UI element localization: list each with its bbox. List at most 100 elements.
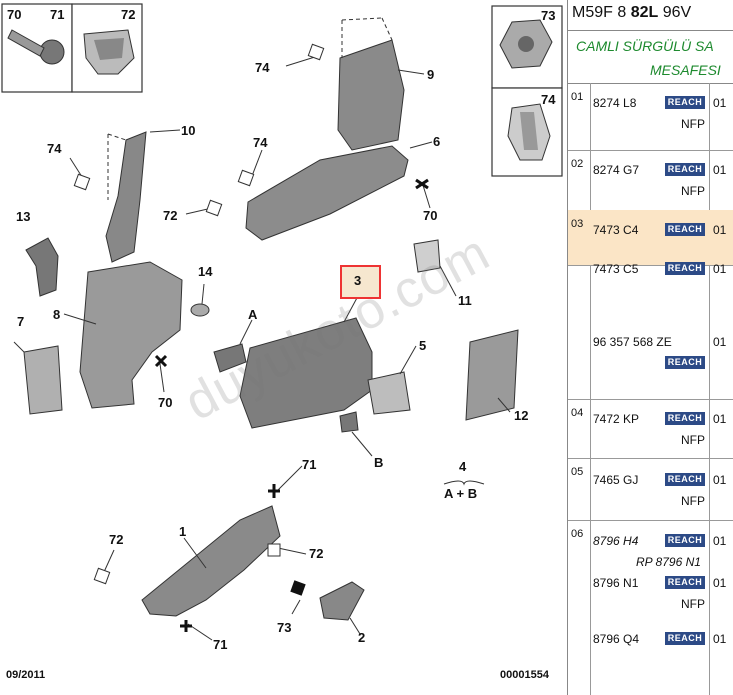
part-reference[interactable]: 96 357 568 ZE: [593, 335, 672, 349]
callout-14: 14: [198, 264, 213, 279]
callout-13: 13: [16, 209, 31, 224]
parts-diagram: 70 71 72 73 74 74 9 10 74 74 6 13 72 70 …: [1, 3, 563, 681]
reach-badge: REACH: [665, 96, 705, 109]
callout-74-inset: 74: [541, 92, 556, 107]
reach-badge: REACH: [665, 412, 705, 425]
row-number: 01: [571, 91, 584, 103]
callout-74: 74: [47, 141, 62, 156]
part-reference[interactable]: 8796 Q4: [593, 632, 640, 646]
callout-1: 1: [179, 524, 187, 539]
diagram-drawing: [1, 3, 563, 641]
callout-73: 73: [541, 8, 556, 23]
row-number: 06: [571, 528, 584, 540]
column-divider: [709, 83, 710, 695]
quantity: 01: [713, 534, 727, 548]
reach-badge: REACH: [665, 356, 705, 369]
part-reference[interactable]: 7472 KP: [593, 412, 640, 426]
panel-header: M59F 8 82L 96V: [568, 0, 733, 31]
code-part: 96V: [662, 4, 692, 21]
code-part: 8: [617, 4, 627, 21]
reach-badge: REACH: [665, 223, 705, 236]
reach-badge: REACH: [665, 163, 705, 176]
code-part-bold: 82L: [630, 4, 659, 21]
callout-10: 10: [181, 123, 196, 138]
vehicle-code: M59F 8 82L 96V: [572, 4, 691, 22]
quantity: 01: [713, 412, 727, 426]
row-number: 03: [571, 218, 584, 230]
quantity: 01: [713, 473, 727, 487]
part-reference[interactable]: 8274 L8: [593, 96, 637, 110]
description-line-1: CAMLI SÜRGÜLÜ SA: [576, 38, 714, 54]
callout-4: 4: [459, 459, 467, 474]
parts-row[interactable]: 06 8796 H4 REACH 01 RP 8796 N1 8796 N1 REACH 01…: [568, 520, 733, 695]
callout-72: 72: [163, 208, 178, 223]
part-reference[interactable]: 7473 C5: [593, 262, 639, 276]
callout-72: 72: [109, 532, 124, 547]
callout-72: 72: [121, 7, 136, 22]
quantity: 01: [713, 223, 727, 237]
parts-list-panel: M59F 8 82L 96V CAMLI SÜRGÜLÜ SA MESAFESI…: [567, 0, 733, 695]
footer-date: 09/2011: [6, 669, 46, 681]
nfp-label: NFP: [681, 597, 705, 611]
quantity: 01: [713, 163, 727, 177]
callout-A: A: [248, 307, 258, 322]
callout-B: B: [374, 455, 384, 470]
part-reference[interactable]: 8274 G7: [593, 163, 640, 177]
footer-ref: 00001554: [500, 669, 549, 681]
reach-badge: REACH: [665, 534, 705, 547]
callout-71: 71: [213, 637, 228, 652]
callout-71: 71: [50, 7, 65, 22]
callout-73: 73: [277, 620, 292, 635]
spring-clip-icon: [507, 103, 551, 161]
callout-12: 12: [514, 408, 529, 423]
callout-70: 70: [158, 395, 173, 410]
clip-icon: [83, 29, 135, 75]
description-line-2: MESAFESI: [650, 62, 721, 78]
reach-badge: REACH: [665, 262, 705, 275]
column-divider: [590, 83, 591, 695]
nfp-label: NFP: [681, 117, 705, 131]
nut-icon: [499, 19, 553, 69]
callout-74: 74: [253, 135, 268, 150]
description-box: CAMLI SÜRGÜLÜ SA MESAFESI: [568, 30, 733, 84]
nfp-label: NFP: [681, 433, 705, 447]
callout-6: 6: [433, 134, 441, 149]
part-reference[interactable]: 7473 C4: [593, 223, 639, 237]
row-number: 04: [571, 407, 584, 419]
part-reference[interactable]: 8796 H4: [593, 534, 639, 548]
callout-74: 74: [255, 60, 270, 75]
part-reference[interactable]: 8796 N1: [593, 576, 639, 590]
quantity: 01: [713, 335, 727, 349]
callout-70: 70: [7, 7, 22, 22]
quantity: 01: [713, 262, 727, 276]
screw-icon: [7, 29, 65, 65]
callout-7: 7: [17, 314, 25, 329]
reach-badge: REACH: [665, 473, 705, 486]
callout-5: 5: [419, 338, 427, 353]
callout-9: 9: [427, 67, 435, 82]
callout-3: 3: [354, 273, 362, 288]
code-prefix: M59F: [572, 4, 613, 21]
quantity: 01: [713, 96, 727, 110]
callout-11: 11: [458, 293, 472, 308]
parts-row[interactable]: 03 7473 C4 REACH 01: [568, 210, 733, 266]
reach-badge: REACH: [665, 632, 705, 645]
row-number: 05: [571, 466, 584, 478]
highlight-box: [340, 265, 381, 299]
part-reference[interactable]: 7465 GJ: [593, 473, 639, 487]
replacement-reference[interactable]: RP 8796 N1: [636, 555, 701, 569]
callout-8: 8: [53, 307, 61, 322]
nfp-label: NFP: [681, 494, 705, 508]
callout-71: 71: [302, 457, 317, 472]
nfp-label: NFP: [681, 184, 705, 198]
quantity: 01: [713, 576, 727, 590]
callout-70: 70: [423, 208, 438, 223]
quantity: 01: [713, 632, 727, 646]
row-number: 02: [571, 158, 584, 170]
callout-a-plus-b: A + B: [444, 486, 478, 501]
